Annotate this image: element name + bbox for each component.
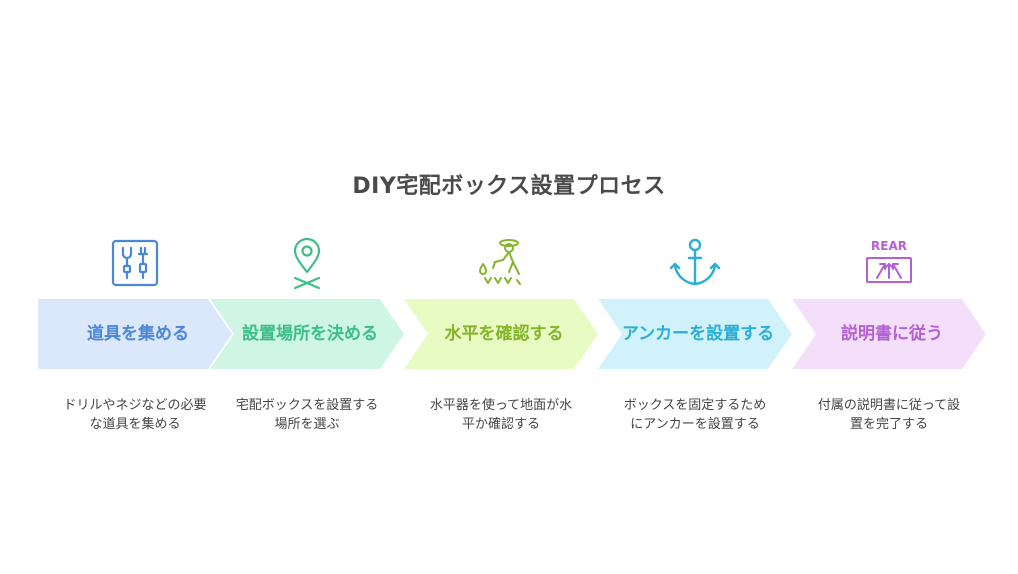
step-3: 水平を確認する 水平器を使って地面が水平か確認する xyxy=(404,0,598,574)
step-2-label: 設置場所を決める xyxy=(242,324,378,344)
step-3-label: 水平を確認する xyxy=(444,324,564,344)
step-1-arrow: 道具を集める xyxy=(38,299,232,369)
anchor-icon xyxy=(667,236,723,292)
tools-icon xyxy=(107,236,163,292)
step-4-arrow: アンカーを設置する xyxy=(598,299,792,369)
step-3-arrow: 水平を確認する xyxy=(404,299,598,369)
step-4-label: アンカーを設置する xyxy=(621,324,775,344)
step-1-label: 道具を集める xyxy=(87,324,189,344)
step-2: 設置場所を決める 宅配ボックスを設置する場所を選ぶ xyxy=(210,0,404,574)
step-5: REAR 説明書に従う 付属の説明書に従って設置を完了する xyxy=(792,0,986,574)
diagram-title: DIY宅配ボックス設置プロセス xyxy=(352,174,666,199)
step-2-arrow: 設置場所を決める xyxy=(210,299,404,369)
step-1: 道具を集める ドリルやネジなどの必要な道具を集める xyxy=(38,0,232,574)
location-pin-icon xyxy=(279,236,335,292)
step-4-description: ボックスを固定するためにアンカーを設置する xyxy=(623,398,767,432)
step-1-description: ドリルやネジなどの必要な道具を集める xyxy=(63,398,207,432)
step-3-description: 水平器を使って地面が水平か確認する xyxy=(429,398,573,432)
step-5-label: 説明書に従う xyxy=(841,324,943,344)
step-4: アンカーを設置する ボックスを固定するためにアンカーを設置する xyxy=(598,0,792,574)
rear-icon-text: REAR xyxy=(871,239,907,253)
step-5-arrow: 説明書に従う xyxy=(792,299,986,369)
step-5-description: 付属の説明書に従って設置を完了する xyxy=(817,398,961,432)
rear-arrows-icon: REAR xyxy=(861,236,917,292)
step-2-description: 宅配ボックスを設置する場所を選ぶ xyxy=(235,398,379,432)
leveling-icon xyxy=(473,236,529,292)
